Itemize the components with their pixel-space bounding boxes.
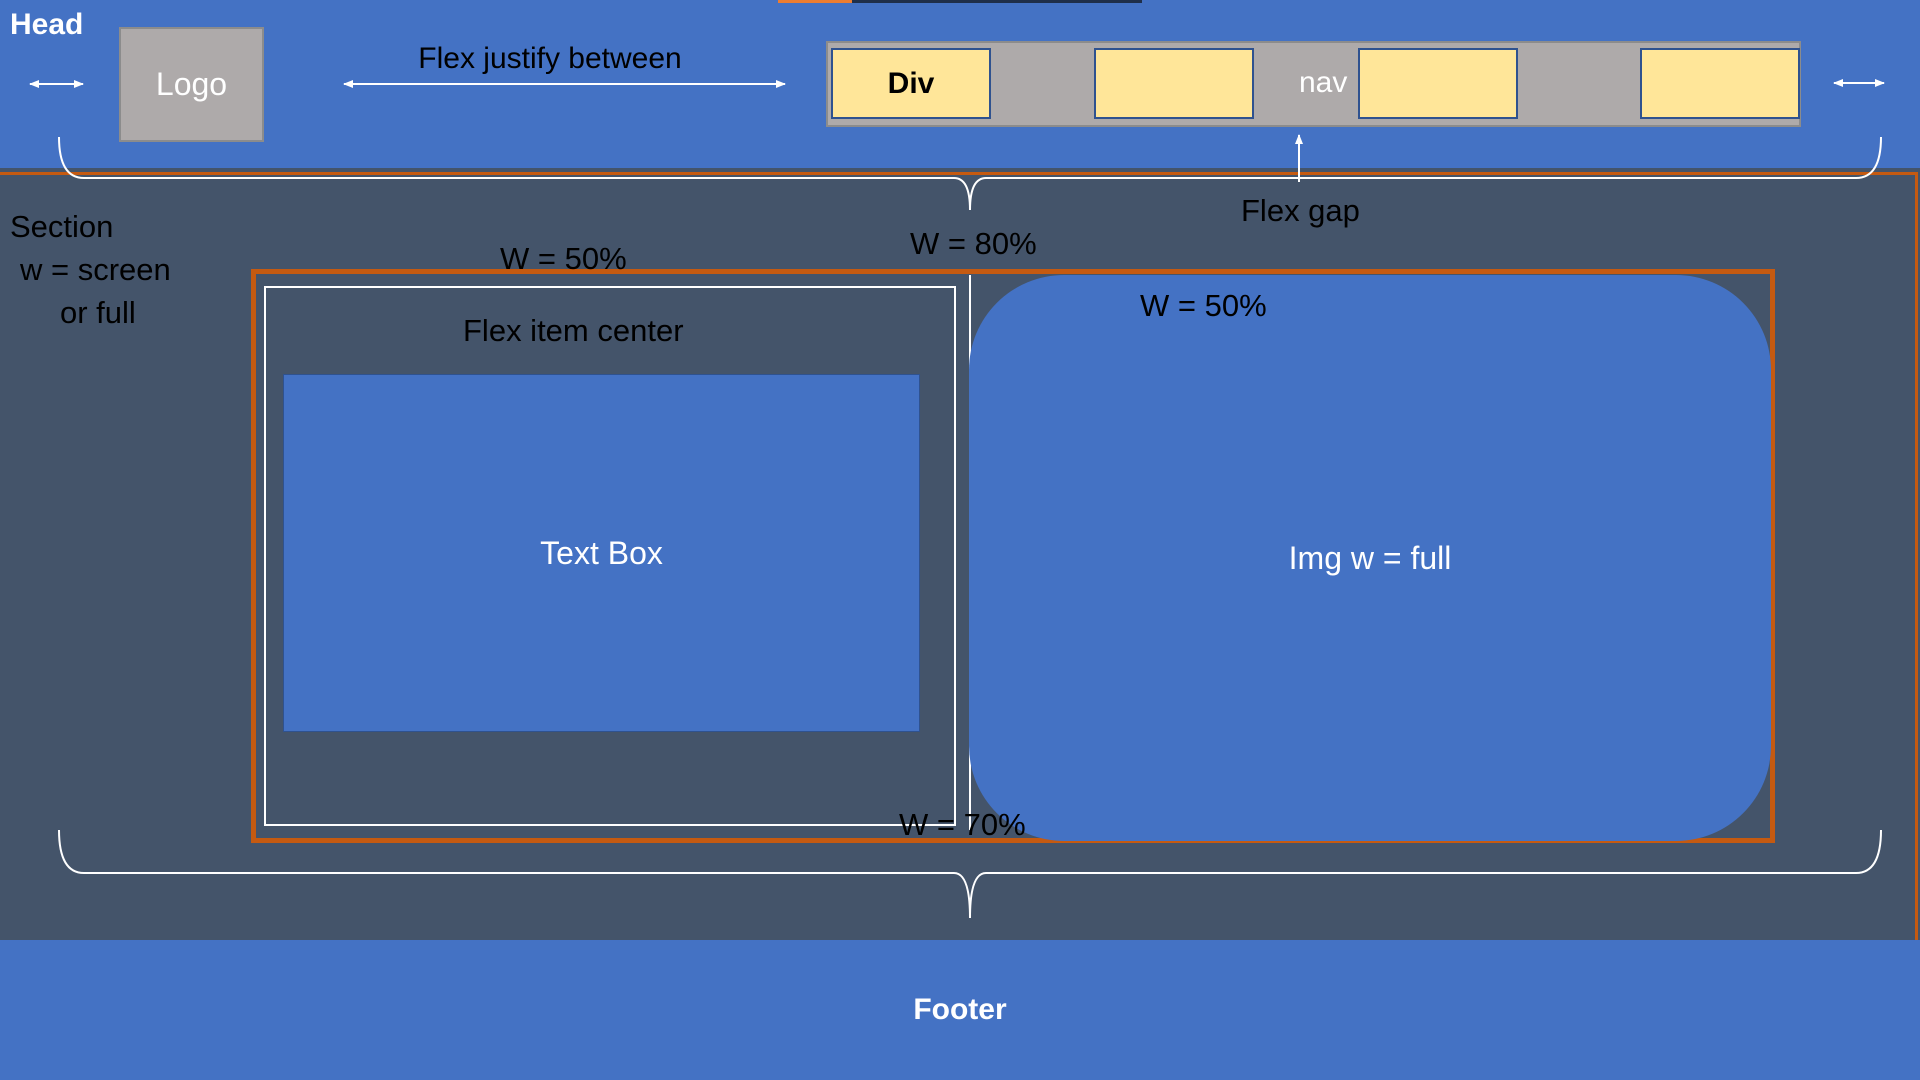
flex-item-center-label: Flex item center (463, 313, 684, 348)
nav-bar: Div (826, 41, 1801, 127)
nav-div-item (1094, 48, 1254, 119)
footer: Footer (0, 940, 1920, 1080)
logo-box: Logo (119, 27, 264, 142)
container-bottom-width-label: W = 70% (899, 807, 1026, 842)
tab-accent-dark (852, 0, 1142, 3)
header-width-brace (58, 136, 1882, 211)
justify-between-label: Flex justify between (418, 42, 682, 75)
left-width-label: W = 50% (500, 241, 627, 276)
section-label-line: w = screen (20, 252, 171, 287)
section-border (0, 172, 1918, 940)
head-label: Head (10, 8, 84, 41)
section-width-brace (58, 829, 1882, 919)
container-80 (251, 269, 1775, 843)
section-label: Section w = screen or full (10, 205, 171, 334)
tab-accent (778, 0, 852, 3)
image-box: Img w = full (969, 275, 1771, 841)
right-width-label: W = 50% (1140, 288, 1267, 323)
container-width-label: W = 80% (910, 226, 1037, 261)
nav-div-item (1358, 48, 1518, 119)
section-label-line: or full (60, 295, 136, 330)
nav-div-item: Div (831, 48, 991, 119)
section-label-line: Section (10, 209, 114, 244)
left-column (264, 286, 956, 826)
flex-gap-label: Flex gap (1241, 193, 1360, 228)
text-box: Text Box (283, 374, 920, 732)
nav-label: nav (1299, 66, 1348, 99)
nav-div-item (1640, 48, 1800, 119)
